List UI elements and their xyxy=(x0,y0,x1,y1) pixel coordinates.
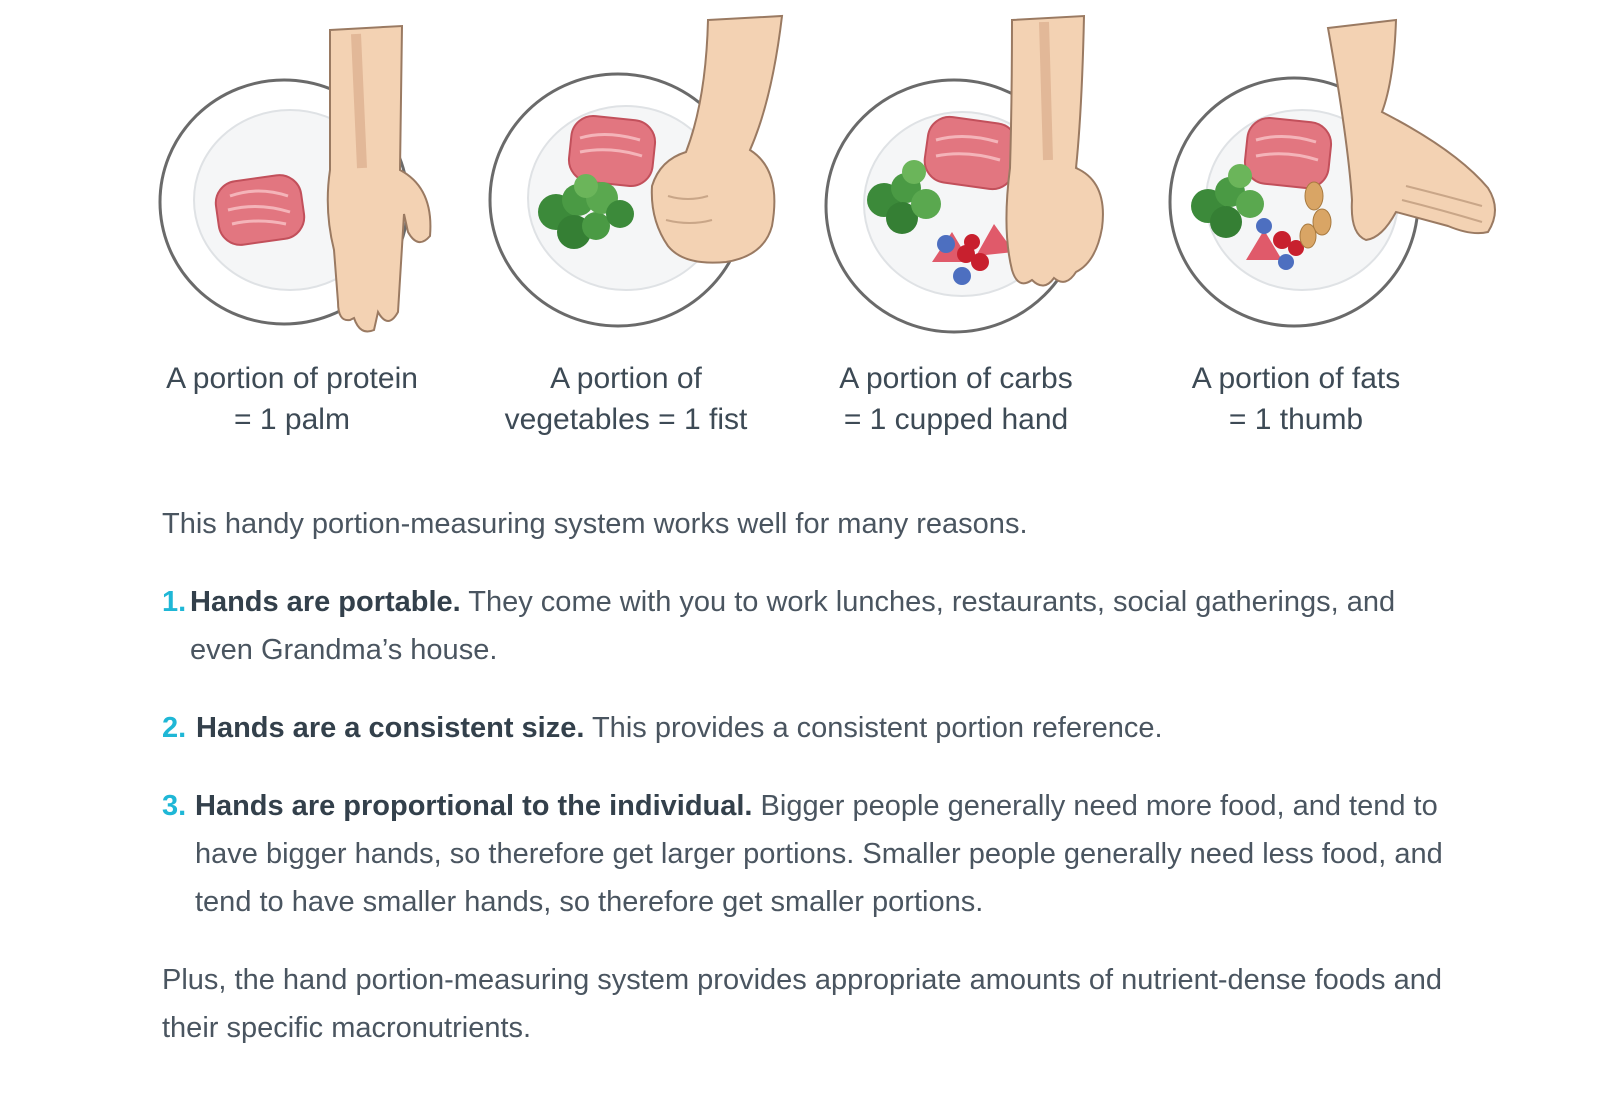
fats-thumb-illustration xyxy=(1168,18,1496,328)
protein-palm-illustration xyxy=(158,24,432,333)
meat-icon xyxy=(1243,116,1333,190)
meat-icon xyxy=(923,115,1019,191)
list-number: 3. xyxy=(162,790,187,822)
thumb-hand-icon xyxy=(1326,18,1496,242)
caption-line: = 1 thumb xyxy=(1228,403,1364,436)
article-body: This handy portion-measuring system work… xyxy=(162,500,1462,1052)
portion-caption-vegetables: A portion of vegetables = 1 fist xyxy=(446,358,806,440)
meat-icon xyxy=(214,174,306,246)
caption-line: A portion of protein xyxy=(166,362,418,395)
caption-line: A portion of carbs xyxy=(839,362,1073,395)
outro-paragraph: Plus, the hand portion-measuring system … xyxy=(162,964,1442,1044)
intro-paragraph: This handy portion-measuring system work… xyxy=(162,508,1028,540)
reasons-list: 1. Hands are portable. They come with yo… xyxy=(162,578,1462,926)
list-item-body: Hands are portable. They come with you t… xyxy=(162,578,1462,674)
nuts-icon xyxy=(1299,181,1332,249)
list-item: 3. Hands are proportional to the individ… xyxy=(162,782,1462,926)
portion-caption-protein: A portion of protein = 1 palm xyxy=(112,358,472,440)
carbs-cupped-hand-illustration xyxy=(824,14,1104,334)
caption-line: = 1 palm xyxy=(234,403,350,436)
portion-panel-carbs: A portion of carbs = 1 cupped hand xyxy=(776,0,1136,440)
reason-text: This provides a consistent portion refer… xyxy=(584,712,1163,744)
broccoli-icon xyxy=(538,174,634,249)
reason-text: They come with you to work lunches, rest… xyxy=(190,586,1396,666)
reason-title: Hands are proportional to the individual… xyxy=(195,790,753,822)
list-number: 2. xyxy=(162,712,187,744)
caption-line: A portion of xyxy=(550,362,702,395)
reason-title: Hands are a consistent size. xyxy=(196,712,585,744)
portion-panel-fats: A portion of fats = 1 thumb xyxy=(1116,0,1496,440)
caption-line: A portion of fats xyxy=(1191,362,1401,395)
caption-line: = 1 cupped hand xyxy=(843,403,1069,436)
portion-caption-fats: A portion of fats = 1 thumb xyxy=(1116,358,1476,440)
vegetables-fist-illustration xyxy=(488,14,784,328)
palm-hand-icon xyxy=(326,24,432,333)
fist-hand-icon xyxy=(650,14,784,264)
portion-caption-carbs: A portion of carbs = 1 cupped hand xyxy=(776,358,1136,440)
list-item-body: Hands are a consistent size. This provid… xyxy=(162,704,1462,752)
portion-panel-vegetables: A portion of vegetables = 1 fist xyxy=(446,0,806,440)
list-item-body: Hands are proportional to the individual… xyxy=(162,782,1462,926)
broccoli-icon xyxy=(1191,164,1264,238)
reason-title: Hands are portable. xyxy=(190,586,461,618)
list-number: 1. xyxy=(162,586,187,618)
berries-icon xyxy=(932,224,1014,285)
list-item: 1. Hands are portable. They come with yo… xyxy=(162,578,1462,674)
portion-panel-protein: A portion of protein = 1 palm xyxy=(112,0,472,440)
cupped-hand-icon xyxy=(1005,14,1104,287)
caption-line: vegetables = 1 fist xyxy=(504,403,748,436)
list-item: 2. Hands are a consistent size. This pro… xyxy=(162,704,1462,752)
broccoli-icon xyxy=(867,160,941,234)
reason-text: Bigger people generally need more food, … xyxy=(195,790,1443,918)
portion-illustrations: A portion of protein = 1 palm xyxy=(0,0,1620,440)
berries-icon xyxy=(1246,218,1304,270)
